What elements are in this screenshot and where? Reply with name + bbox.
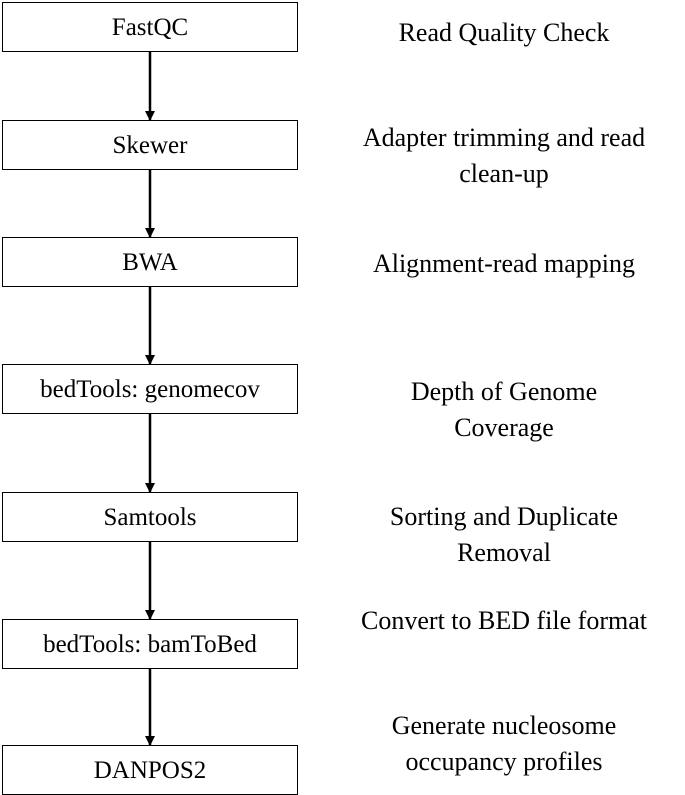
step-box-samtools: Samtools: [2, 492, 298, 542]
step-description-line: Generate nucleosome: [391, 711, 617, 740]
step-description-danpos2: Generate nucleosome occupancy profiles: [330, 708, 678, 780]
step-box-fastqc: FastQC: [2, 2, 298, 52]
step-tool-label: Skewer: [112, 131, 188, 159]
step-box-genomecov: bedTools: genomecov: [2, 364, 298, 414]
step-description-bwa: Alignment-read mapping: [330, 246, 678, 282]
step-description-line: Read Quality Check: [398, 18, 610, 47]
step-box-bamtobed: bedTools: bamToBed: [2, 619, 298, 669]
step-description-line: clean-up: [459, 159, 549, 188]
step-box-bwa: BWA: [2, 237, 298, 287]
step-description-line: Depth of Genome: [410, 377, 598, 406]
step-description-samtools: Sorting and Duplicate Removal: [330, 499, 678, 571]
step-tool-label: FastQC: [111, 13, 189, 41]
step-description-line: Convert to BED file format: [361, 606, 647, 635]
step-description-bamtobed: Convert to BED file format: [330, 603, 678, 639]
step-description-line: Adapter trimming and read: [362, 123, 646, 152]
step-tool-label: Samtools: [103, 503, 197, 531]
step-description-line: occupancy profiles: [405, 747, 603, 776]
step-tool-label: BWA: [122, 248, 178, 276]
step-description-genomecov: Depth of Genome Coverage: [330, 374, 678, 446]
step-description-fastqc: Read Quality Check: [330, 15, 678, 51]
step-box-danpos2: DANPOS2: [2, 745, 298, 795]
step-description-line: Coverage: [454, 413, 554, 442]
step-description-skewer: Adapter trimming and read clean-up: [330, 120, 678, 192]
step-tool-label: bedTools: genomecov: [40, 375, 260, 403]
step-tool-label: bedTools: bamToBed: [43, 630, 257, 658]
step-description-line: Sorting and Duplicate: [389, 502, 619, 531]
step-tool-label: DANPOS2: [93, 756, 207, 784]
step-description-line: Removal: [457, 538, 551, 567]
step-description-line: Alignment-read mapping: [372, 249, 636, 278]
step-box-skewer: Skewer: [2, 120, 298, 170]
